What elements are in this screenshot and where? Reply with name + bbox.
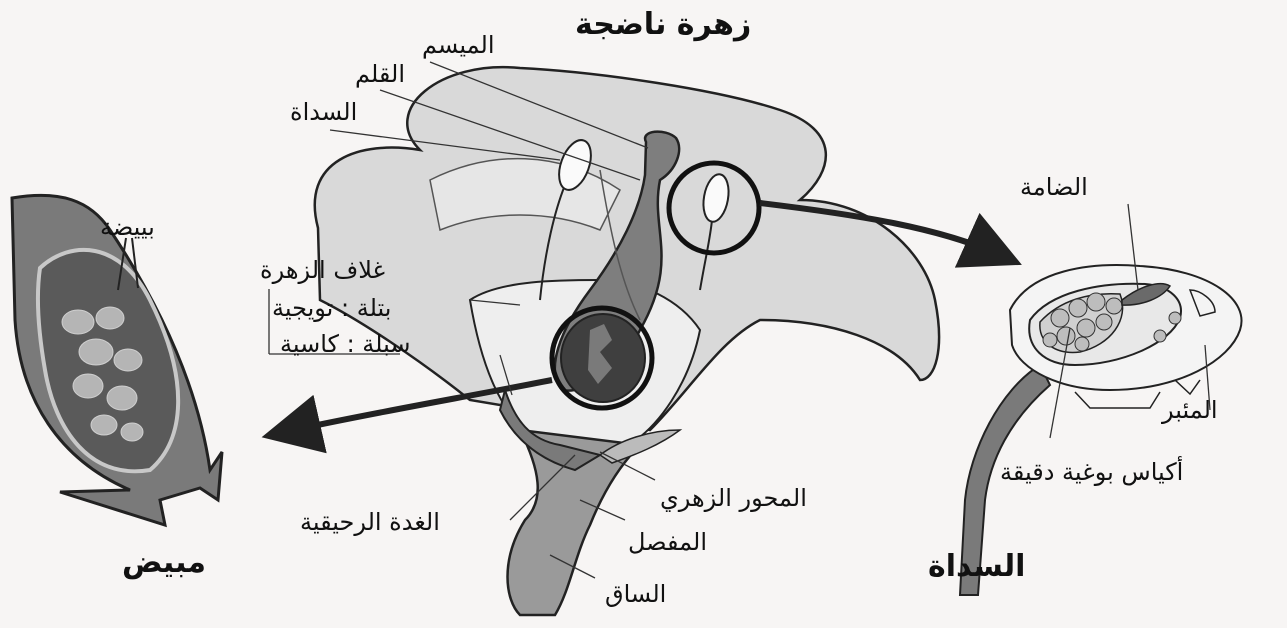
stigma-label: الميسم [422, 33, 494, 57]
joint-label: المفصل [628, 530, 707, 554]
receptacle-label: المحور الزهري [660, 486, 807, 510]
style-label: القلم [355, 62, 405, 86]
petal-label: بتلة : تويجية [272, 296, 391, 320]
ovary-illustration [12, 195, 222, 525]
ovule-label: بييضة [100, 215, 155, 239]
nectary-label: الغدة الرحيقية [300, 510, 440, 534]
perianth-label: غلاف الزهرة [260, 258, 385, 282]
diagram-title: زهرة ناضجة [575, 10, 751, 40]
stem-label: الساق [605, 582, 666, 606]
connective-label: الضامة [1020, 175, 1088, 199]
pollen-sacs-label: أكياس بوغية دقيقة [1000, 460, 1183, 484]
stamen-label: السداة [290, 100, 357, 124]
anther-label: المئبر [1162, 398, 1218, 422]
sepal-label: سبلة : كاسية [280, 332, 410, 356]
ovary-caption: مبيض [122, 548, 206, 578]
stamen-illustration [960, 265, 1242, 595]
stamen-caption: السداة [928, 552, 1025, 582]
